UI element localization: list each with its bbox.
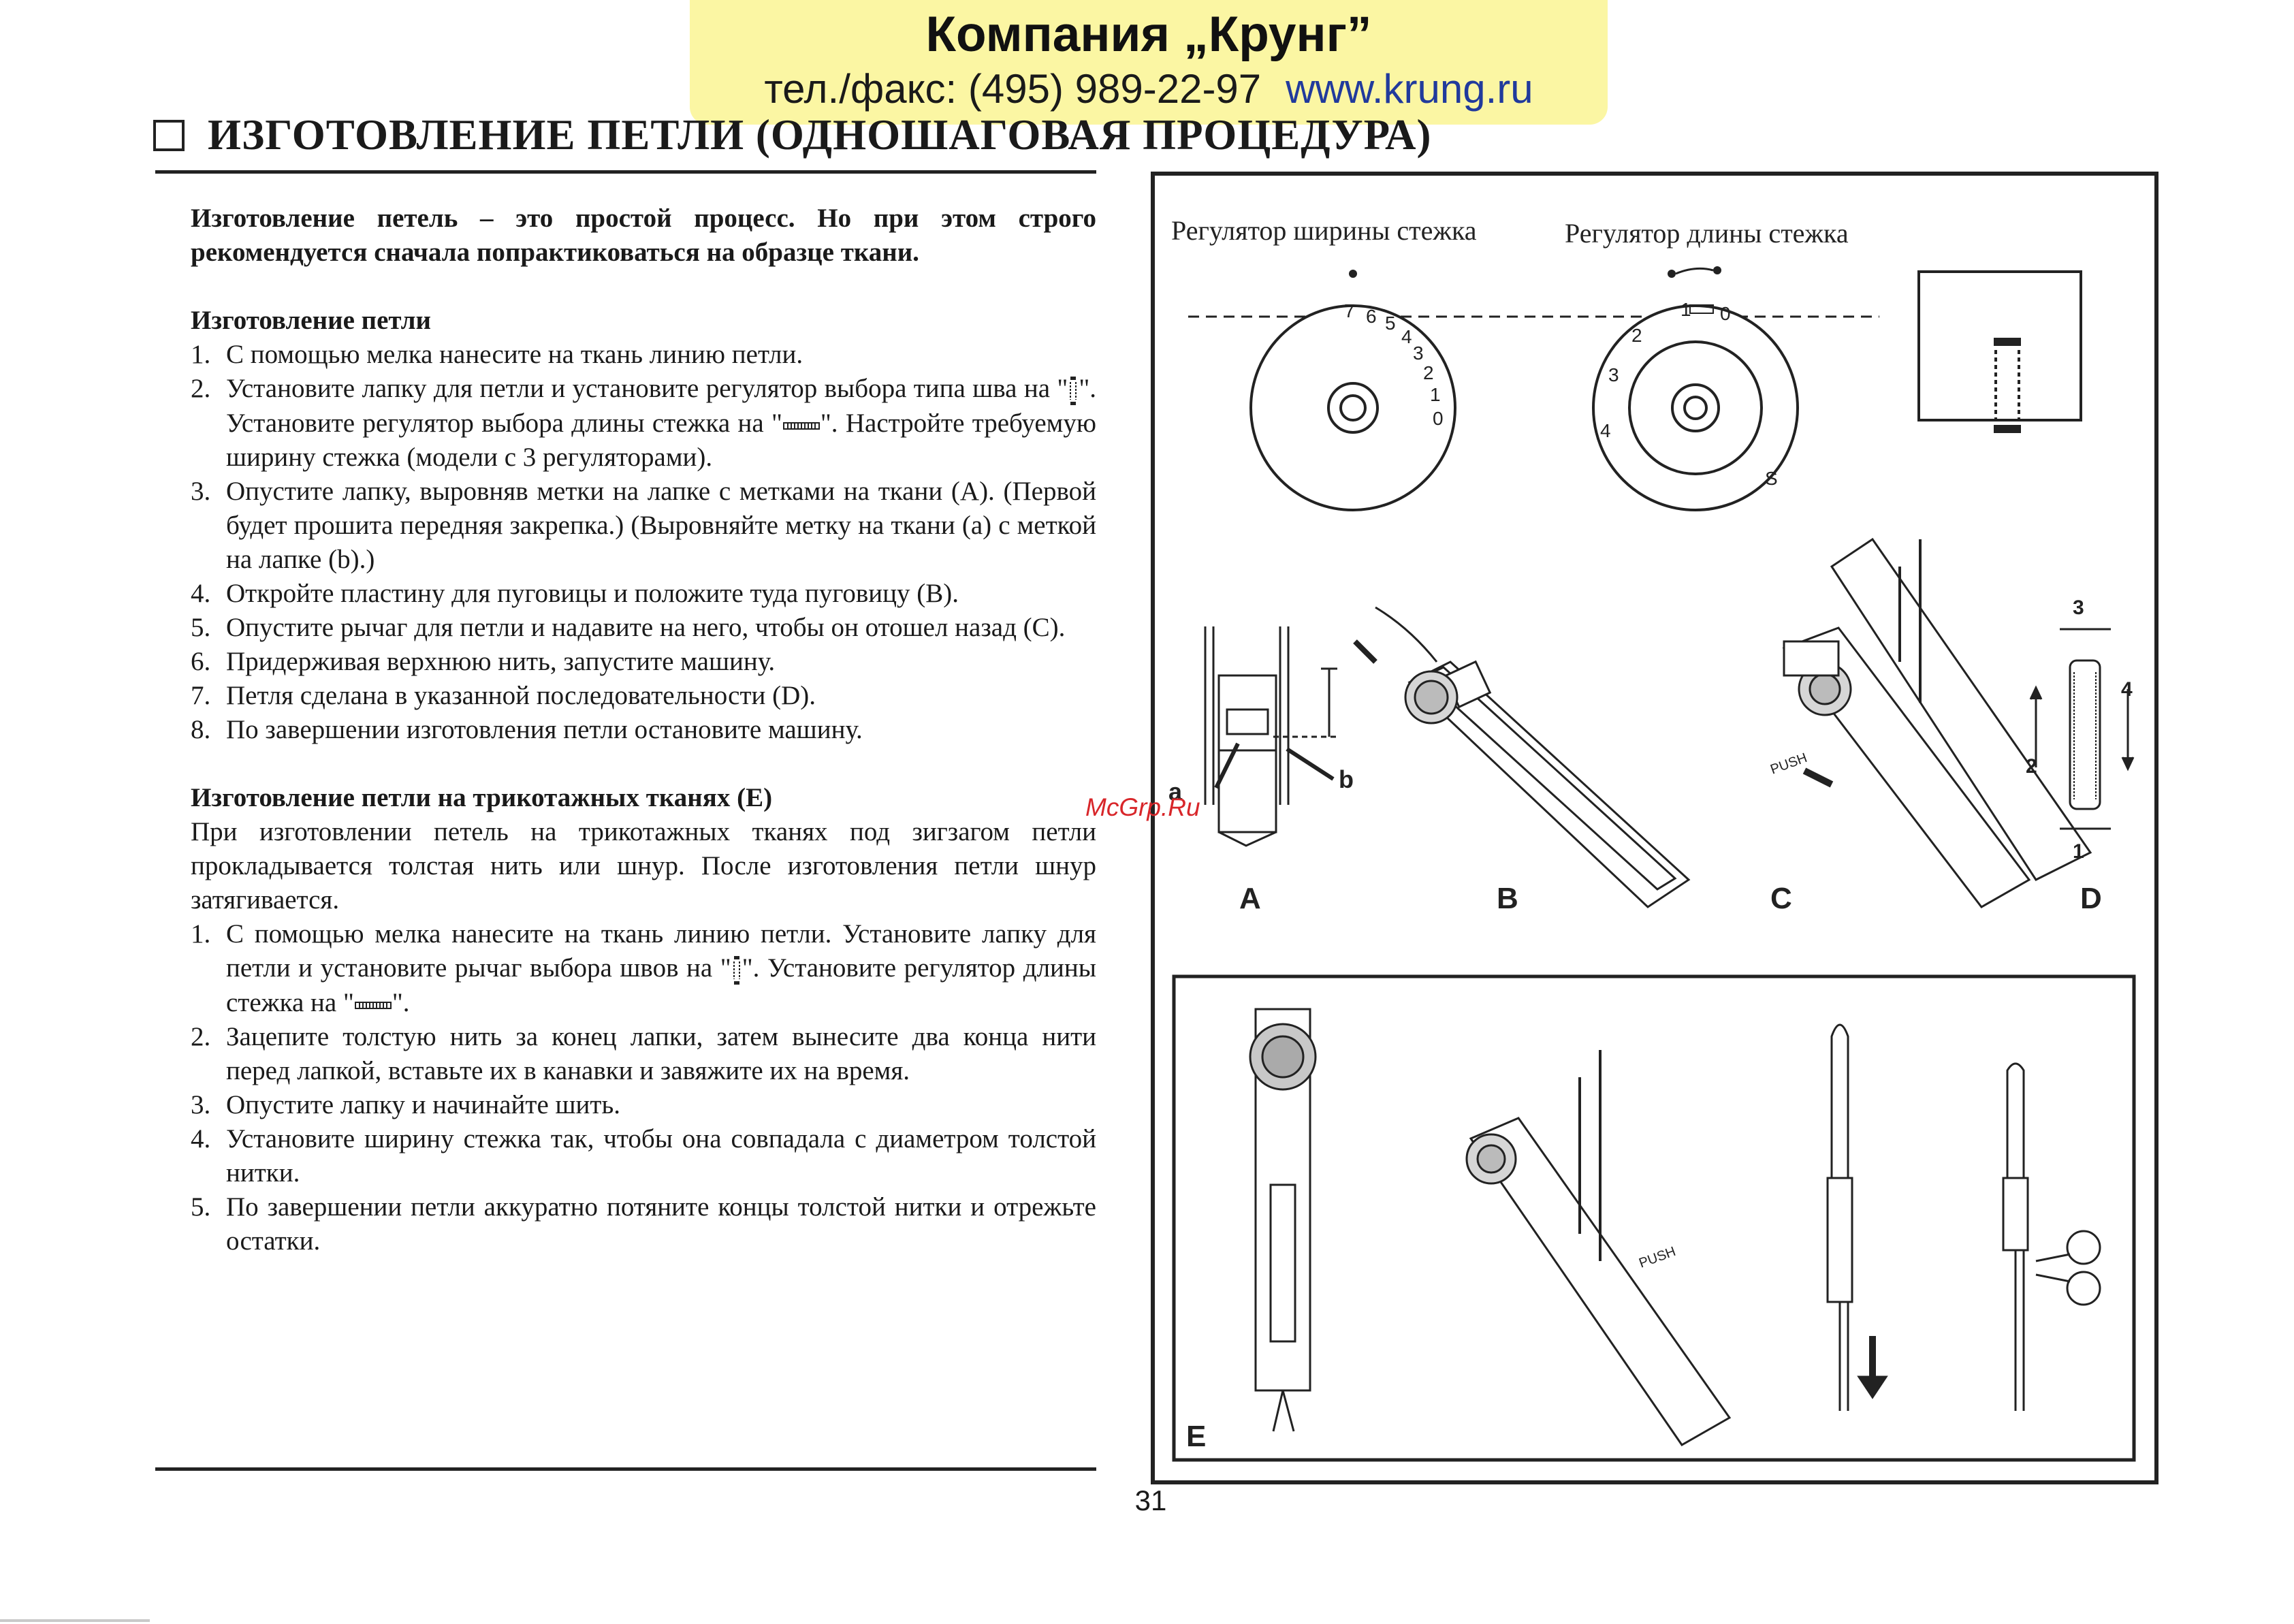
instructions-column: Изготовление петель – это простой процес… [191,202,1096,1258]
list-item: 1. С помощью мелка нанесите на ткань лин… [191,340,803,369]
company-contacts: тел./факс: (495) 989-22-97 www.krung.ru [690,64,1608,114]
section2-intro: При изготовлении петель на трикотажных т… [191,817,1096,915]
section-title-row: ИЗГОТОВЛЕНИЕ ПЕТЛИ (ОДНОШАГОВАЯ ПРОЦЕДУР… [153,110,1432,160]
page-number: 31 [1134,1484,1167,1516]
length-dial-mark: 0 [1720,303,1731,324]
company-phone: тел./факс: (495) 989-22-97 [764,66,1262,112]
watermark: McGrp.Ru [1085,793,1200,821]
width-dial-mark: 5 [1385,313,1396,334]
list-item: 2. Зацепите толстую нить за конец лапки,… [191,1022,1096,1086]
length-dial-mark: 1 [1680,299,1691,320]
buttonhole-illustration: Регулятор ширины стежка Регулятор длины … [1151,172,2158,1484]
stitch-length-buttonhole-icon [782,422,820,430]
company-banner: Компания „Крунг” тел./факс: (495) 989-22… [690,0,1608,125]
panel-label: C [1770,882,1792,915]
list-item: 4. Установите ширину стежка так, чтобы о… [191,1124,1096,1188]
buttonhole-pattern-icon [1070,377,1077,406]
width-dial-mark: 6 [1366,306,1377,327]
section2-heading: Изготовление петли на трикотажных тканях… [191,783,773,813]
list-item: 5. По завершении петли аккуратно потянит… [191,1192,1096,1256]
list-item: 6. Придерживая верхнюю нить, запустите м… [191,647,776,677]
list-item: 4. Откройте пластину для пуговицы и поло… [191,579,959,609]
intro-paragraph: Изготовление петель – это простой процес… [191,204,1096,267]
checkbox-icon [153,119,185,151]
panel-a-presser-foot [1204,626,1337,847]
panel-b-button-plate [1353,606,1691,908]
push-label: PUSH [1768,750,1809,778]
sequence-number: 2 [2026,755,2037,778]
panel-label: D [2080,882,2102,915]
length-dial-mark: 3 [1608,364,1619,385]
push-label: PUSH [1637,1244,1678,1271]
panel-label: A [1239,882,1261,915]
length-dial-mark: 4 [1600,420,1611,441]
sequence-number: 3 [2073,596,2084,619]
sequence-number: 4 [2121,678,2133,701]
list-item: 3. Опустите лапку, выровняв метки на лап… [191,477,1096,575]
bottom-rule [155,1467,1096,1471]
section1-heading: Изготовление петли [191,306,431,335]
width-dial-mark: 2 [1423,362,1434,383]
page-title: ИЗГОТОВЛЕНИЕ ПЕТЛИ (ОДНОШАГОВАЯ ПРОЦЕДУР… [208,111,1432,159]
length-dial: 1 0 2 3 4 S [1592,266,1799,511]
stitch-length-buttonhole-icon [354,1002,392,1010]
width-dial: 7 6 5 4 3 2 1 0 [1249,270,1456,511]
length-dial-mark: 2 [1631,325,1642,346]
length-dial-mark: S [1765,468,1778,489]
footer-rule [0,1619,150,1622]
list-item: 7. Петля сделана в указанной последовате… [191,681,816,711]
list-item: 8. По завершении изготовления петли оста… [191,715,863,745]
sequence-number: 1 [2073,840,2084,863]
pattern-window [1917,270,2082,433]
top-rule [155,170,1096,174]
list-item: 5. Опустите рычаг для петли и надавите н… [191,613,1066,643]
mark-a-label: a [1168,778,1183,806]
buttonhole-pattern-icon [733,956,740,985]
company-name: Компания „Крунг” [925,7,1372,62]
width-dial-mark: 7 [1344,300,1355,321]
panel-e-knit-buttonhole [1249,1008,2101,1446]
width-dial-label: Регулятор ширины стежка [1171,215,1477,246]
mark-b-label: b [1339,765,1354,793]
length-dial-label: Регулятор длины стежка [1565,218,1849,249]
list-item: 1. С помощью мелка нанесите на ткань лин… [191,919,1096,1018]
width-dial-mark: 3 [1413,343,1424,364]
width-dial-mark: 4 [1401,326,1412,347]
list-item: 3. Опустите лапку и начинайте шить. [191,1090,621,1120]
width-dial-mark: 1 [1430,384,1441,405]
company-url[interactable]: www.krung.ru [1286,66,1533,112]
panel-d-sequence [2029,628,2135,830]
width-dial-mark: 0 [1433,408,1444,429]
list-item: 2. Установите лапку для петли и установи… [191,374,1096,473]
panel-label: B [1497,882,1518,915]
panel-c-lever [1782,537,2092,908]
panel-label: E [1186,1420,1206,1453]
